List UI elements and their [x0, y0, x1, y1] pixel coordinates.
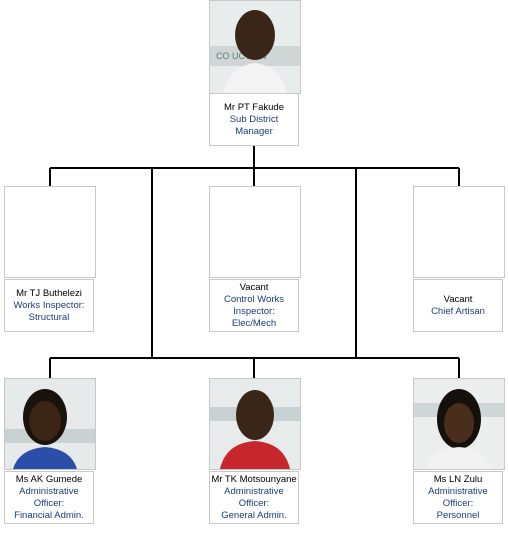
level3-1-title-line: Financial Admin. [14, 509, 84, 521]
level3-2-title-line: General Admin. [221, 509, 287, 521]
level3-3-name: Ms LN Zulu [433, 473, 483, 485]
svg-text:CO UCTION: CO UCTION [216, 51, 267, 61]
level2-1-name: Mr TJ Buthelezi [16, 287, 82, 299]
level3-3-title-line: Officer: [442, 497, 474, 509]
level2-2-title-line: Elec/Mech [231, 317, 277, 329]
level3-3-label: Ms LN Zulu Administrative Officer: Perso… [413, 471, 503, 524]
level2-2-name: Vacant [239, 281, 269, 293]
level2-1-title-line: Works Inspector: [13, 299, 85, 311]
level2-3-name: Vacant [443, 293, 473, 305]
level2-1-title-line: Structural [28, 311, 70, 323]
level2-3-label: Vacant Chief Artisan [413, 279, 503, 332]
level3-2-title-line: Administrative [224, 485, 284, 497]
level2-2-label: Vacant Control Works Inspector: Elec/Mec… [209, 279, 299, 332]
level3-1-label: Ms AK Gumede Administrative Officer: Fin… [4, 471, 94, 524]
level3-1-title-line: Administrative [19, 485, 79, 497]
level2-2-title-line: Control Works [223, 293, 284, 305]
level3-2-name: Mr TK Motsounyane [211, 473, 297, 485]
root-title-line: Sub District [229, 113, 279, 125]
root-title-line: Manager [235, 125, 273, 137]
level3-1-name: Ms AK Gumede [15, 473, 83, 485]
level3-3-photo [413, 378, 505, 470]
root-label: Mr PT Fakude Sub District Manager [209, 93, 299, 146]
level3-1-title-line: Officer: [33, 497, 65, 509]
level3-3-title-line: Administrative [428, 485, 488, 497]
level3-1-photo [4, 378, 96, 470]
level3-2-photo [209, 378, 301, 470]
root-photo: CO UCTION [209, 0, 301, 94]
level2-2-photo-placeholder [209, 186, 301, 278]
root-name: Mr PT Fakude [223, 101, 284, 113]
level3-3-title-line: Personnel [436, 509, 480, 521]
level3-2-label: Mr TK Motsounyane Administrative Officer… [209, 471, 299, 524]
level3-2-title-line: Officer: [238, 497, 270, 509]
level2-1-photo-placeholder [4, 186, 96, 278]
level2-1-label: Mr TJ Buthelezi Works Inspector: Structu… [4, 279, 94, 332]
level2-2-title-line: Inspector: [233, 305, 275, 317]
level2-3-photo-placeholder [413, 186, 505, 278]
level2-3-title-line: Chief Artisan [431, 305, 485, 317]
